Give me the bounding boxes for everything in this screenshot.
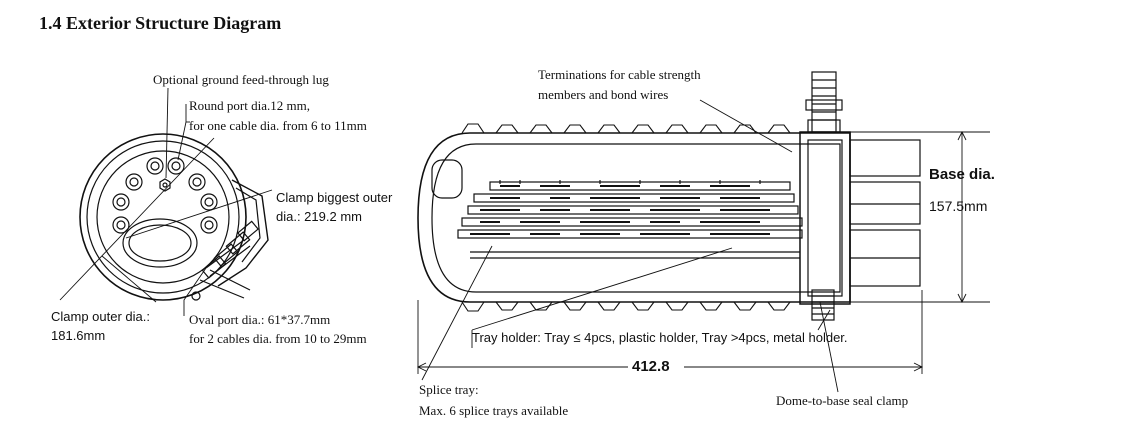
side-view-drawing bbox=[416, 71, 990, 393]
label-round-port-line2: for one cable dia. from 6 to 11mm bbox=[189, 118, 367, 133]
seal-clamp-knob-icon bbox=[811, 289, 835, 321]
label-oval-port-line1: Oval port dia.: 61*37.7mm bbox=[189, 312, 331, 327]
label-tray-holder: Tray holder: Tray ≤ 4pcs, plastic holder… bbox=[472, 330, 848, 345]
label-seal-clamp: Dome-to-base seal clamp bbox=[776, 393, 909, 408]
ground-lug-icon bbox=[159, 178, 171, 192]
splice-trays bbox=[457, 180, 803, 239]
clamp-knob-icon bbox=[201, 220, 259, 279]
label-ground-lug: Optional ground feed-through lug bbox=[153, 72, 329, 87]
end-view-drawing bbox=[59, 87, 273, 316]
label-base-dia: Base dia. bbox=[929, 166, 995, 183]
label-round-port-line1: Round port dia.12 mm, bbox=[189, 98, 310, 113]
label-oval-port-line2: for 2 cables dia. from 10 to 29mm bbox=[189, 331, 367, 346]
label-terminations-line1: Terminations for cable strength bbox=[538, 67, 701, 82]
ground-lug-screw-icon bbox=[805, 71, 843, 133]
label-clamp-outer-line2: 181.6mm bbox=[51, 328, 106, 343]
label-clamp-biggest-line1: Clamp biggest outer bbox=[276, 190, 393, 205]
label-clamp-outer-line1: Clamp outer dia.: bbox=[51, 309, 150, 324]
label-length-dimension: 412.8 bbox=[632, 358, 670, 375]
page-title: 1.4 Exterior Structure Diagram bbox=[39, 13, 282, 33]
label-terminations-line2: members and bond wires bbox=[538, 87, 669, 102]
round-ports bbox=[112, 157, 218, 234]
label-splice-tray-line2: Max. 6 splice trays available bbox=[419, 403, 569, 418]
label-base-dia-value: 157.5mm bbox=[929, 198, 988, 214]
oval-port bbox=[122, 218, 198, 268]
label-clamp-biggest-line2: dia.: 219.2 mm bbox=[276, 209, 362, 224]
label-splice-tray-line1: Splice tray: bbox=[419, 382, 479, 397]
